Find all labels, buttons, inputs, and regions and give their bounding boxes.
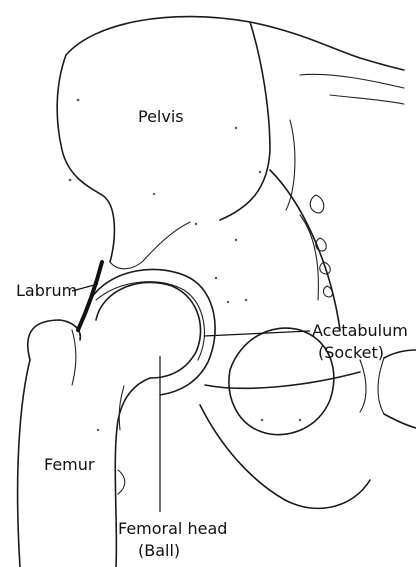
label-pelvis: Pelvis xyxy=(138,107,184,126)
bone-texture xyxy=(69,99,301,432)
pelvis-bone xyxy=(57,17,404,269)
acetabulum-socket xyxy=(90,269,215,395)
femoral-head xyxy=(96,282,201,378)
sacrum-details xyxy=(270,170,340,330)
label-femoral-head-note: (Ball) xyxy=(138,541,180,560)
label-femoral-head: Femoral head xyxy=(118,519,227,538)
labrum-arc xyxy=(78,262,102,330)
label-acetabulum: Acetabulum xyxy=(312,321,408,340)
label-femur: Femur xyxy=(44,455,95,474)
label-labrum: Labrum xyxy=(16,281,77,300)
label-acetabulum-note: (Socket) xyxy=(318,343,384,362)
